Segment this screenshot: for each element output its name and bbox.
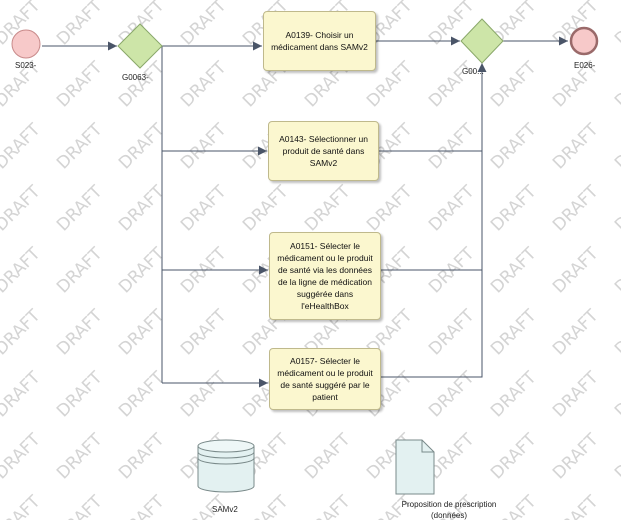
draft-watermark: DRAFT xyxy=(53,491,107,520)
draft-watermark: DRAFT xyxy=(115,181,169,235)
draft-watermark: DRAFT xyxy=(611,429,621,483)
draft-watermark: DRAFT xyxy=(487,57,541,111)
draft-watermark: DRAFT xyxy=(487,181,541,235)
end-event[interactable]: E026- xyxy=(569,26,599,70)
task-a0151[interactable]: A0151- Sélecter le médicament ou le prod… xyxy=(269,232,381,320)
draft-watermark: DRAFT xyxy=(115,491,169,520)
draft-watermark: DRAFT xyxy=(177,367,231,421)
start-event-circle xyxy=(11,29,41,59)
start-event-label: S023- xyxy=(15,61,37,70)
draft-watermark: DRAFT xyxy=(115,367,169,421)
draft-watermark: DRAFT xyxy=(611,119,621,173)
start-event[interactable]: S023- xyxy=(11,29,41,70)
sequence-flows xyxy=(42,36,568,388)
draft-watermark: DRAFT xyxy=(53,57,107,111)
draft-watermark: DRAFT xyxy=(53,181,107,235)
draft-watermark: DRAFT xyxy=(301,181,355,235)
end-event-circle xyxy=(569,26,599,56)
draft-watermark: DRAFT xyxy=(549,181,603,235)
draft-watermark: DRAFT xyxy=(425,305,479,359)
draft-watermark: DRAFT xyxy=(611,305,621,359)
draft-watermark: DRAFT xyxy=(0,429,45,483)
task-a0151-label: A0151- Sélecter le médicament ou le prod… xyxy=(277,241,373,311)
task-a0139-label: A0139- Choisir un médicament dans SAMv2 xyxy=(271,30,368,52)
flow-a0157-to-merge[interactable] xyxy=(381,63,487,378)
draft-watermark: DRAFT xyxy=(177,57,231,111)
draft-watermark: DRAFT xyxy=(0,181,45,235)
draft-watermark: DRAFT xyxy=(487,243,541,297)
merge-gateway-diamond xyxy=(460,18,504,64)
draft-watermark: DRAFT xyxy=(0,367,45,421)
draft-watermark: DRAFT xyxy=(177,181,231,235)
draft-watermark: DRAFT xyxy=(549,305,603,359)
merge-gateway-label: G00... xyxy=(462,67,484,76)
data-object-label-line1: Proposition de prescription xyxy=(401,500,497,509)
draft-watermark: DRAFT xyxy=(425,119,479,173)
draft-watermark: DRAFT xyxy=(611,57,621,111)
draft-watermark: DRAFT xyxy=(549,367,603,421)
draft-watermark: DRAFT xyxy=(177,0,231,49)
task-a0143-label: A0143- Sélectionner un produit de santé … xyxy=(279,134,368,168)
task-a0143[interactable]: A0143- Sélectionner un produit de santé … xyxy=(268,121,379,181)
draft-watermark: DRAFT xyxy=(425,181,479,235)
draft-watermark: DRAFT xyxy=(549,119,603,173)
draft-watermark: DRAFT xyxy=(301,491,355,520)
draft-watermark: DRAFT xyxy=(0,305,45,359)
draft-watermark: DRAFT xyxy=(177,119,231,173)
datastore-cylinder-top xyxy=(197,439,255,453)
draft-watermark: DRAFT xyxy=(0,491,45,520)
draft-watermark: DRAFT xyxy=(611,0,621,49)
draft-watermark: DRAFT xyxy=(53,0,107,49)
task-a0157-label: A0157- Sélecter le médicament ou le prod… xyxy=(277,356,373,402)
datastore-cylinder-icon xyxy=(197,446,255,493)
draft-watermark: DRAFT xyxy=(549,243,603,297)
draft-watermark: DRAFT xyxy=(115,305,169,359)
draft-watermark: DRAFT xyxy=(487,429,541,483)
data-object-prescription[interactable] xyxy=(395,439,435,495)
split-gateway-label: G0063- xyxy=(122,73,149,82)
draft-watermark: DRAFT xyxy=(239,491,293,520)
data-object-label-line2: (données) xyxy=(430,511,468,520)
draft-watermark: DRAFT xyxy=(425,367,479,421)
draft-watermark: DRAFT xyxy=(549,491,603,520)
draft-watermark: DRAFT xyxy=(611,491,621,520)
document-fold-icon xyxy=(421,440,434,453)
draft-watermark: DRAFT xyxy=(611,243,621,297)
draft-watermark: DRAFT xyxy=(53,305,107,359)
task-a0139[interactable]: A0139- Choisir un médicament dans SAMv2 xyxy=(263,11,376,71)
draft-watermark: DRAFT xyxy=(177,305,231,359)
draft-watermark: DRAFT xyxy=(487,305,541,359)
draft-watermark: DRAFT xyxy=(363,181,417,235)
draft-watermark: DRAFT xyxy=(0,243,45,297)
split-gateway[interactable]: G0063- xyxy=(117,23,163,82)
draft-watermark: DRAFT xyxy=(239,181,293,235)
task-a0157[interactable]: A0157- Sélecter le médicament ou le prod… xyxy=(269,348,381,410)
draft-watermark: DRAFT xyxy=(611,367,621,421)
datastore-label: SAMv2 xyxy=(212,505,238,514)
draft-watermark: DRAFT xyxy=(115,429,169,483)
draft-watermark: DRAFT xyxy=(425,57,479,111)
draft-watermark: DRAFT xyxy=(53,243,107,297)
draft-watermark: DRAFT xyxy=(0,119,45,173)
draft-watermark: DRAFT xyxy=(115,243,169,297)
draft-watermark: DRAFT xyxy=(301,429,355,483)
merge-gateway[interactable]: G00... xyxy=(460,18,504,76)
datastore-samv2[interactable]: SAMv2 xyxy=(197,439,255,514)
end-event-label: E026- xyxy=(574,61,596,70)
draft-watermark: DRAFT xyxy=(53,367,107,421)
split-gateway-diamond xyxy=(117,23,163,69)
data-object-label: Proposition de prescription (données) xyxy=(384,499,514,521)
document-icon xyxy=(395,439,435,495)
draft-watermark: DRAFT xyxy=(53,429,107,483)
draft-watermark: DRAFT xyxy=(487,119,541,173)
draft-watermark: DRAFT xyxy=(611,181,621,235)
draft-watermark: DRAFT xyxy=(53,119,107,173)
draft-watermark: DRAFT xyxy=(115,119,169,173)
draft-watermark: DRAFT xyxy=(549,429,603,483)
draft-watermark: DRAFT xyxy=(487,367,541,421)
datastore-cylinder-ring xyxy=(197,451,255,465)
